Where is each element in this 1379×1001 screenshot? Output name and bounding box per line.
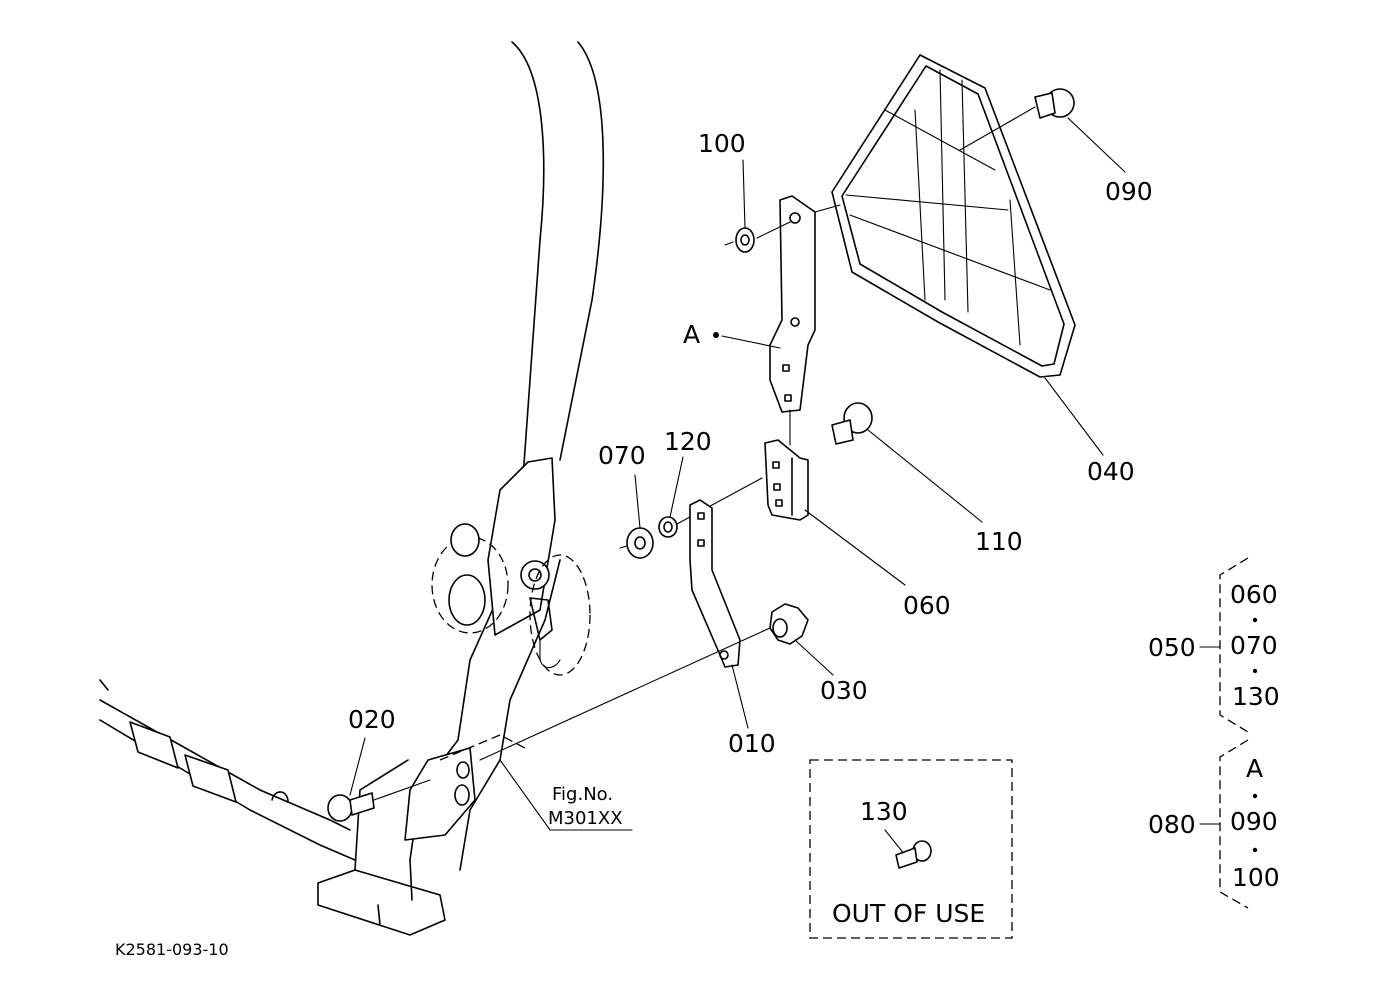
group-080-member-A: A	[1246, 754, 1263, 783]
washer-part-070	[619, 527, 654, 559]
callout-A: A	[683, 320, 700, 349]
fig-ref-line2: M301XX	[548, 808, 623, 829]
arm-part-010	[689, 499, 741, 668]
callout-120: 120	[664, 427, 712, 456]
group-050: 050 060 070 130	[1148, 557, 1280, 733]
leader-lines	[349, 117, 1126, 831]
callout-030: 030	[820, 676, 868, 705]
group-050-member-130: 130	[1232, 682, 1280, 711]
group-050-member-060: 060	[1230, 580, 1278, 609]
out-of-use-label: OUT OF USE	[832, 899, 985, 928]
assembly-line-knob	[479, 627, 771, 761]
spring-washer-part-120	[658, 477, 763, 538]
group-080-member-090: 090	[1230, 807, 1278, 836]
callout-070: 070	[598, 441, 646, 470]
group-080: 080 A 090 100	[1148, 739, 1280, 909]
bolt-part-090	[959, 88, 1075, 151]
out-of-use-part-130: 130	[860, 797, 908, 826]
group-050-id: 050	[1148, 633, 1196, 662]
assembly-line-bolt-020	[373, 779, 431, 801]
rops-frame	[99, 41, 605, 936]
group-080-member-100: 100	[1232, 863, 1280, 892]
hinge-plate-part-060	[764, 409, 809, 521]
callout-020: 020	[348, 705, 396, 734]
callout-060: 060	[903, 591, 951, 620]
bolt-part-110	[831, 402, 873, 445]
mirror-guard-part-040	[831, 54, 1076, 378]
knob-part-030	[769, 603, 809, 645]
callout-040: 040	[1087, 457, 1135, 486]
callout-100: 100	[698, 129, 746, 158]
callout-010: 010	[728, 729, 776, 758]
callout-090: 090	[1105, 177, 1153, 206]
group-080-id: 080	[1148, 810, 1196, 839]
callout-110: 110	[975, 527, 1023, 556]
bracket-part-A	[769, 195, 841, 413]
drawing-id: K2581-093-10	[115, 940, 229, 959]
bolt-part-020	[327, 792, 375, 822]
group-050-member-070: 070	[1230, 631, 1278, 660]
out-of-use-box: 130 OUT OF USE	[809, 759, 1013, 939]
fig-ref-line1: Fig.No.	[552, 784, 613, 805]
